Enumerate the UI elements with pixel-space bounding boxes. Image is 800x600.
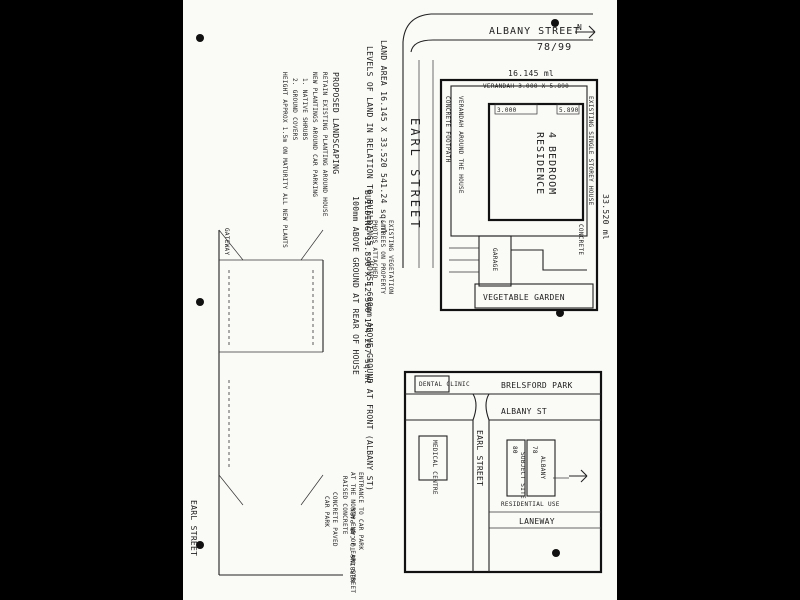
landscaping-note: 1. NATIVE SHRUBS (301, 78, 308, 141)
garage-footprint (478, 235, 512, 287)
locality-map (403, 370, 603, 574)
driveway-edge (511, 249, 587, 271)
existing-house-label: EXISTING SINGLE STOREY HOUSE (587, 96, 594, 206)
albany-st-label: ALBANY ST (501, 407, 547, 416)
medical-centre-label: MEDICAL CENTRE (431, 440, 438, 495)
kerb-note: KERBING TO CAR PARK (350, 508, 357, 582)
subject-site-label: SUBJECT SITE (519, 452, 526, 499)
frontage-dimension: 16.145 ml (508, 69, 554, 78)
levels-note: LEVELS OF LAND IN RELATION TO BUILDINGS … (365, 46, 374, 491)
binder-hole (196, 541, 204, 549)
car-park-label: CAR PARK (323, 496, 330, 527)
entry-note: ENTRANCE TO CAR PARK (357, 472, 364, 550)
map-lot-label: ALBANY (539, 456, 546, 480)
dental-clinic-label: DENTAL CLINIC (419, 381, 470, 388)
document-sheet: ALBANY STREET 78/99 16.145 ml 33.520 ml … (183, 0, 617, 600)
concrete-label: CONCRETE (577, 224, 584, 255)
brelsford-park-label: BRELSFORD PARK (501, 381, 573, 390)
residential-use-label: RESIDENTIAL USE (501, 501, 560, 508)
entry-note: AT THE NORTH END OF EARL STREET (349, 472, 356, 593)
map-lot-label: 80 (511, 446, 518, 454)
footpath-label: CONCRETE FOOTPATH (444, 96, 451, 163)
building-area-note: BUILDING 13.890 X 12.560 174.207 sq.ml (363, 190, 372, 384)
garage-label: GARAGE (491, 248, 498, 272)
site-plan-drawing: ALBANY STREET 78/99 16.145 ml 33.520 ml … (189, 13, 610, 593)
vegetation-note: EXISTING VEGETATION (387, 220, 394, 294)
north-arrow-icon (569, 469, 588, 483)
gateway-label: GATEWAY (223, 228, 230, 255)
side-dimension: 33.520 ml (601, 194, 610, 240)
binder-hole (552, 549, 560, 557)
vegetation-note: & TREES ON PROPERTY (379, 220, 386, 294)
residence-label: 4 BEDROOM (546, 132, 557, 195)
street-top-label: ALBANY STREET (489, 26, 580, 37)
garden-bed (474, 283, 594, 309)
earl-street-map-label: EARL STREET (475, 430, 484, 486)
verandah-outline (450, 85, 588, 237)
porch (494, 103, 538, 115)
entry-note: RAISED CONCRETE (341, 476, 348, 535)
binder-hole (196, 34, 204, 42)
land-area-note: LAND AREA 16.145 X 33.520 541.24 sq.ml (379, 40, 388, 234)
levels-note: 100mm ABOVE GROUND AT REAR OF HOUSE (351, 196, 360, 375)
street-side-label: EARL STREET (408, 118, 422, 230)
dimension-label: 3.000 (497, 107, 517, 114)
landscaping-note: RETAIN EXISTING PLANTING AROUND HOUSE (321, 72, 328, 217)
car-park-plan (218, 229, 343, 576)
property-boundary (439, 78, 599, 312)
lot-number: 78/99 (537, 42, 572, 53)
dimension-label: 5.890 (559, 107, 579, 114)
landscaping-title: PROPOSED LANDSCAPING (331, 72, 340, 174)
binder-hole (551, 19, 559, 27)
earl-street-bottom-label: EARL STREET (189, 500, 198, 556)
north-label: N (577, 23, 582, 32)
landscaping-note: 2. GROUND COVERS (291, 78, 298, 141)
north-arrow-icon (575, 25, 596, 39)
map-lot-label: 78 (531, 446, 538, 454)
vegetation-note: PHOTOS ATTACHED (371, 220, 378, 279)
verandah-label: VERANDAH AROUND THE HOUSE (457, 96, 464, 194)
vegetable-garden-label: VEGETABLE GARDEN (483, 293, 565, 302)
porch (556, 103, 580, 115)
binder-hole (196, 298, 204, 306)
landscaping-note: NEW PLANTINGS AROUND CAR PARKING (311, 72, 318, 197)
verandah-label: VERANDAH 3.000 X 5.890 (483, 83, 569, 90)
laneway-label: LANEWAY (519, 517, 555, 526)
street-corner (402, 13, 593, 268)
residence-label: RESIDENCE (534, 132, 545, 195)
landscaping-note: HEIGHT APPROX 1.5m ON MATURITY ALL NEW P… (281, 72, 288, 248)
car-park-label: CONCRETE PAVED (331, 492, 338, 547)
